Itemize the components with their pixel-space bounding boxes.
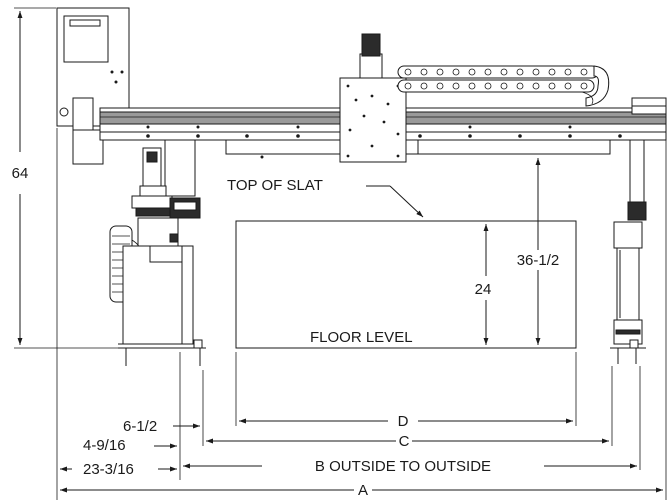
cabinet-lower-box	[72, 129, 104, 165]
label-4-9-16: 4-9/16	[83, 437, 126, 454]
label-23-3-16: 23-3/16	[83, 461, 134, 478]
dimension-24: 24	[475, 224, 492, 345]
label-36-half: 36-1/2	[517, 252, 560, 269]
right-motor	[627, 201, 647, 221]
label-top-of-slat: TOP OF SLAT	[227, 177, 323, 194]
label-b: B OUTSIDE TO OUTSIDE	[315, 458, 491, 475]
label-24: 24	[475, 281, 492, 298]
label-d: D	[398, 413, 409, 430]
dimension-36-half: 36-1/2	[517, 158, 560, 345]
dimension-64: 64	[12, 7, 118, 349]
dimension-d: D	[239, 413, 573, 430]
gantry-machine	[56, 7, 667, 366]
dimension-23-3-16: 23-3/16	[60, 461, 177, 478]
label-floor-level: FLOOR LEVEL	[310, 329, 413, 346]
label-6-half: 6-1/2	[123, 418, 157, 435]
dimension-c: C	[206, 433, 609, 450]
dimension-6-half: 6-1/2	[123, 418, 200, 435]
label-64: 64	[12, 165, 29, 182]
slat-table-outline	[235, 220, 577, 349]
cable-carrier	[397, 65, 610, 107]
label-c: C	[399, 433, 410, 450]
torch-motor	[361, 33, 381, 57]
dimension-b: B OUTSIDE TO OUTSIDE	[183, 458, 637, 475]
dimension-a: A	[60, 482, 663, 499]
top-of-slat-callout: TOP OF SLAT	[227, 177, 424, 218]
label-a: A	[358, 482, 368, 499]
torch-carriage	[339, 77, 407, 163]
dimension-4-9-16: 4-9/16	[83, 437, 177, 454]
